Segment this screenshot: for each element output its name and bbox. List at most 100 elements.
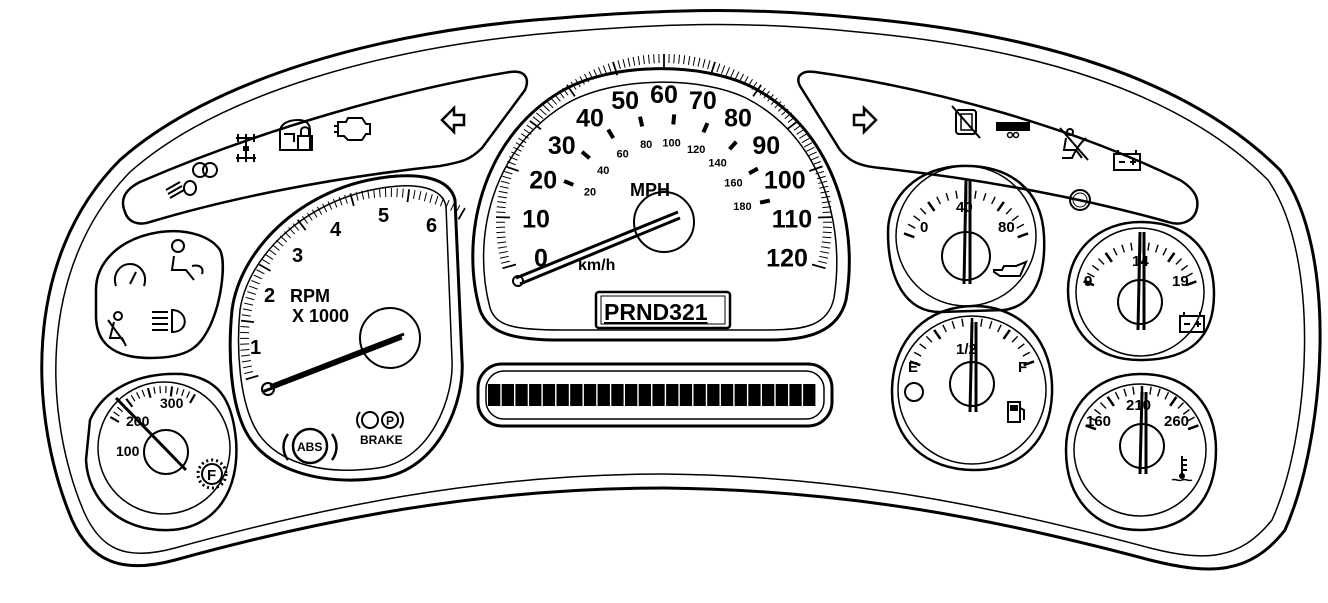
trans-fluid-icon: F — [198, 460, 226, 488]
gauge-tick — [117, 407, 122, 412]
display-segment — [515, 384, 527, 406]
gauge-tick — [937, 197, 941, 204]
airbag-off-icon — [1060, 128, 1088, 160]
gauge-tick — [811, 157, 819, 160]
gauge-tick — [1165, 392, 1169, 399]
trans-temp-100: 100 — [116, 443, 140, 459]
kmh-label: km/h — [578, 257, 615, 274]
gauge-tick — [821, 247, 830, 248]
gauge-tick — [501, 181, 510, 183]
display-segment — [721, 384, 733, 406]
kmh-tick — [673, 114, 674, 124]
coolant-needle — [1140, 392, 1146, 474]
gauge-tick — [499, 191, 508, 193]
gauge-tick — [419, 191, 421, 200]
gauge-tick — [603, 65, 606, 73]
kmh-number: 20 — [584, 187, 596, 199]
gauge-tick — [269, 250, 276, 255]
gauge-tick — [1163, 248, 1167, 255]
gauge-tick — [243, 309, 252, 311]
gauge-tick — [628, 58, 630, 67]
gauge-tick — [1006, 208, 1012, 214]
gauge-tick — [533, 117, 540, 123]
kmh-number: 180 — [733, 201, 751, 213]
gauge-tick — [126, 399, 132, 407]
svg-text:ABS: ABS — [297, 440, 322, 454]
gauge-tick — [1124, 389, 1126, 397]
gauge-tick — [247, 292, 256, 295]
tach-needle — [262, 334, 404, 392]
gauge-tick — [527, 125, 534, 130]
tach-num-4: 4 — [330, 219, 342, 241]
gauge-tick — [731, 69, 735, 77]
kmh-number: 140 — [708, 158, 726, 170]
gauge-tick — [1023, 352, 1030, 356]
gauge-tick — [908, 224, 915, 228]
message-display — [478, 364, 832, 426]
kmh-tick — [760, 201, 770, 203]
gauge-tick — [679, 55, 680, 64]
gauge-tick — [797, 129, 805, 134]
kmh-number: 120 — [687, 144, 705, 156]
gauge-tick — [424, 193, 426, 202]
gauge-tick — [1122, 245, 1124, 253]
display-segment — [762, 384, 774, 406]
gauge-tick — [500, 186, 509, 188]
door-ajar-icon — [952, 106, 980, 138]
gauge-tick — [992, 197, 996, 204]
airbag-icon — [172, 240, 203, 280]
gauge-tick — [904, 233, 914, 237]
cluster-bezel — [42, 11, 1320, 569]
fuel-needle — [970, 322, 976, 412]
gauge-tick — [618, 60, 620, 69]
gauge-tick — [721, 65, 724, 73]
display-segment — [611, 384, 623, 406]
gauge-tick — [500, 256, 509, 258]
gauge-tick — [1012, 336, 1018, 342]
gauge-tick — [497, 207, 506, 208]
gauge-tick — [819, 256, 828, 258]
gauge-tick — [536, 113, 543, 119]
gauge-tick — [928, 202, 934, 211]
gauge-tick — [131, 395, 135, 401]
gauge-tick — [402, 189, 403, 198]
coolant-temp-icon — [1172, 456, 1192, 481]
tach-num-1: 1 — [250, 337, 261, 359]
gauge-tick — [298, 220, 306, 230]
kmh-tick — [703, 123, 707, 132]
mph-number: 70 — [689, 87, 717, 115]
gauge-tick — [1092, 265, 1098, 270]
display-segment — [803, 384, 815, 406]
gauge-tick — [137, 392, 140, 398]
mph-number: 90 — [752, 132, 780, 160]
gauge-tick — [176, 388, 178, 395]
gauge-tick — [1168, 253, 1174, 262]
gauge-tick — [272, 245, 279, 251]
gauge-tick — [820, 252, 829, 254]
kmh-number: 40 — [597, 165, 609, 177]
coolant-num-260: 260 — [1164, 413, 1189, 430]
gauge-tick — [822, 237, 831, 238]
high-beam-icon — [193, 163, 217, 177]
gauge-tick — [1101, 403, 1107, 409]
volt-num-19: 19 — [1172, 273, 1189, 290]
tachometer: 1 2 3 4 5 6 RPM X 1000 ABS P BRAKE — [230, 176, 465, 480]
gauge-tick — [726, 67, 730, 75]
gauge-tick — [430, 194, 433, 203]
gauge-tick — [799, 134, 807, 139]
tach-num-5: 5 — [378, 205, 389, 227]
gauge-tick — [380, 188, 381, 197]
headlamp-icon — [152, 310, 185, 332]
gauge-tick — [154, 387, 155, 394]
gauge-tick — [1108, 397, 1114, 406]
tach-rpm-label: RPM — [290, 286, 330, 306]
gauge-tick — [148, 388, 151, 398]
gauge-tick — [633, 57, 635, 66]
seatbelt-icon — [108, 312, 126, 346]
gauge-tick — [551, 98, 557, 105]
trans-temp-gauge: 100 200 300 F — [86, 374, 236, 530]
kmh-number: 100 — [662, 137, 680, 149]
display-segment — [598, 384, 610, 406]
gauge-tick — [914, 352, 921, 356]
